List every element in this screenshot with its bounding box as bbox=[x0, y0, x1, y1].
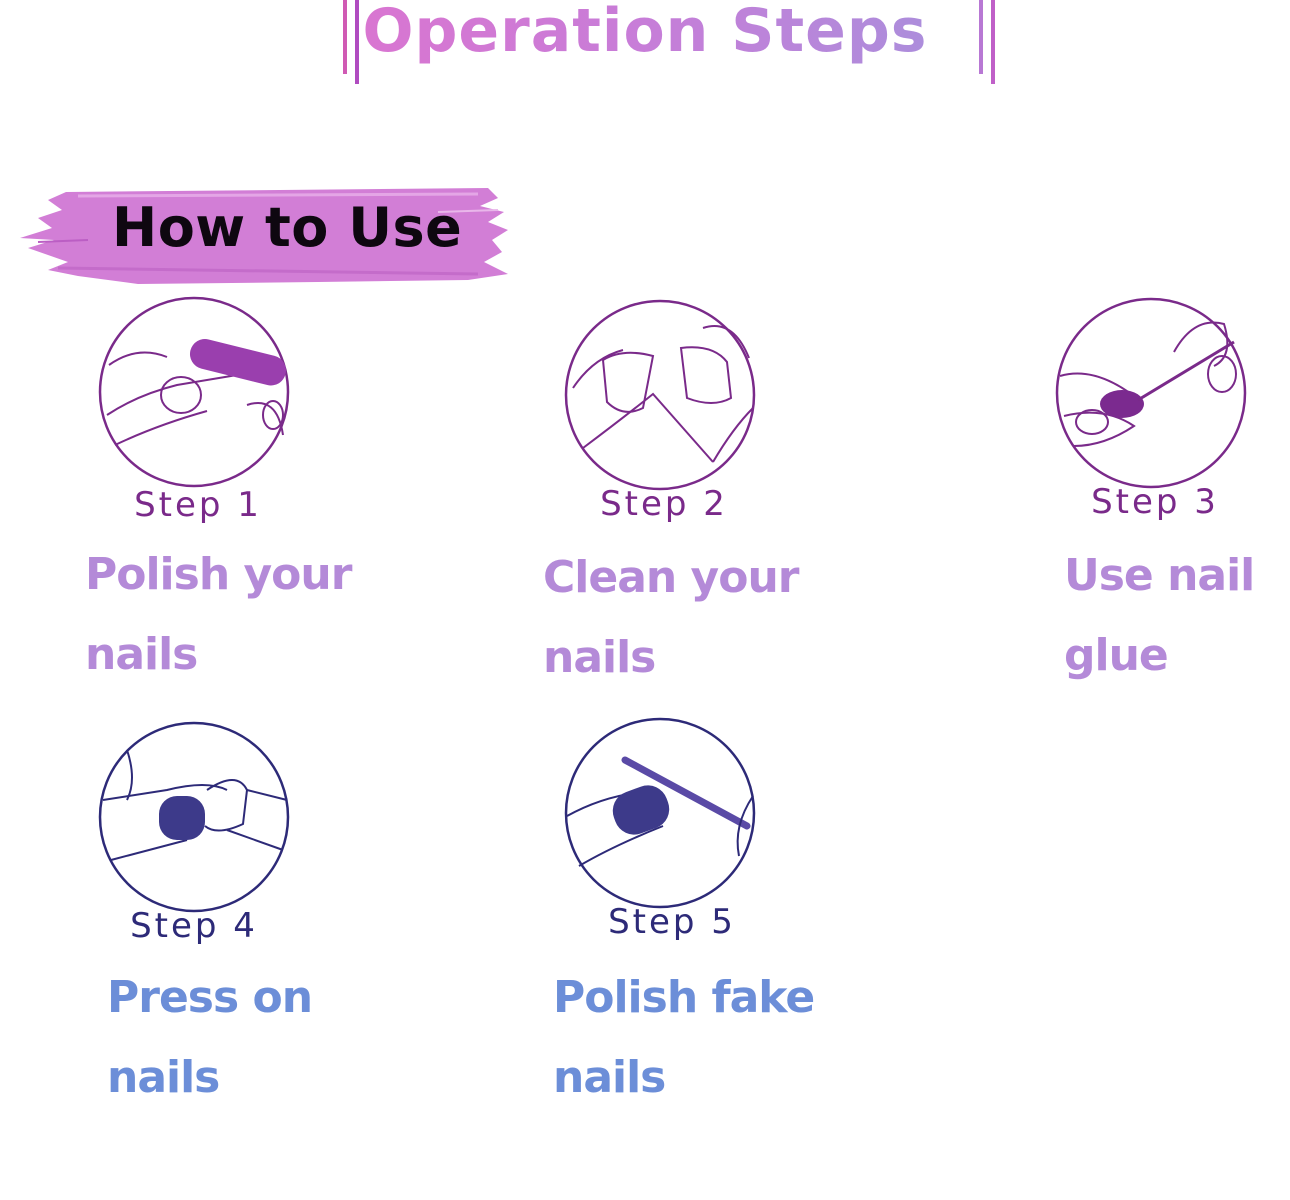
section-title: How to Use bbox=[112, 196, 463, 259]
step-label: Step 5 bbox=[608, 902, 736, 942]
page-title: Operation Steps bbox=[0, 0, 1290, 66]
step-description: Polish your nails bbox=[85, 549, 352, 680]
step-description: Press on nails bbox=[107, 972, 313, 1103]
header-bar-right bbox=[991, 0, 995, 84]
step-label: Step 1 bbox=[134, 485, 262, 525]
press-nail-icon bbox=[98, 721, 290, 913]
glue-brush-icon bbox=[1055, 297, 1247, 489]
header-bar-right-thin bbox=[979, 0, 983, 74]
step-description: Clean your nails bbox=[543, 552, 799, 683]
step-label: Step 4 bbox=[130, 906, 258, 946]
step-label: Step 2 bbox=[600, 484, 728, 524]
step-description: Polish fake nails bbox=[553, 972, 815, 1103]
header-bar-left-thin bbox=[343, 0, 347, 74]
brush-stroke-banner bbox=[18, 182, 513, 292]
step-label: Step 3 bbox=[1091, 482, 1219, 522]
step-description: Use nail glue bbox=[1064, 550, 1255, 681]
polish-fake-nail-icon bbox=[564, 717, 756, 909]
file-nail-icon bbox=[98, 296, 290, 488]
header-bar-left bbox=[355, 0, 359, 84]
clean-nail-icon bbox=[564, 299, 756, 491]
